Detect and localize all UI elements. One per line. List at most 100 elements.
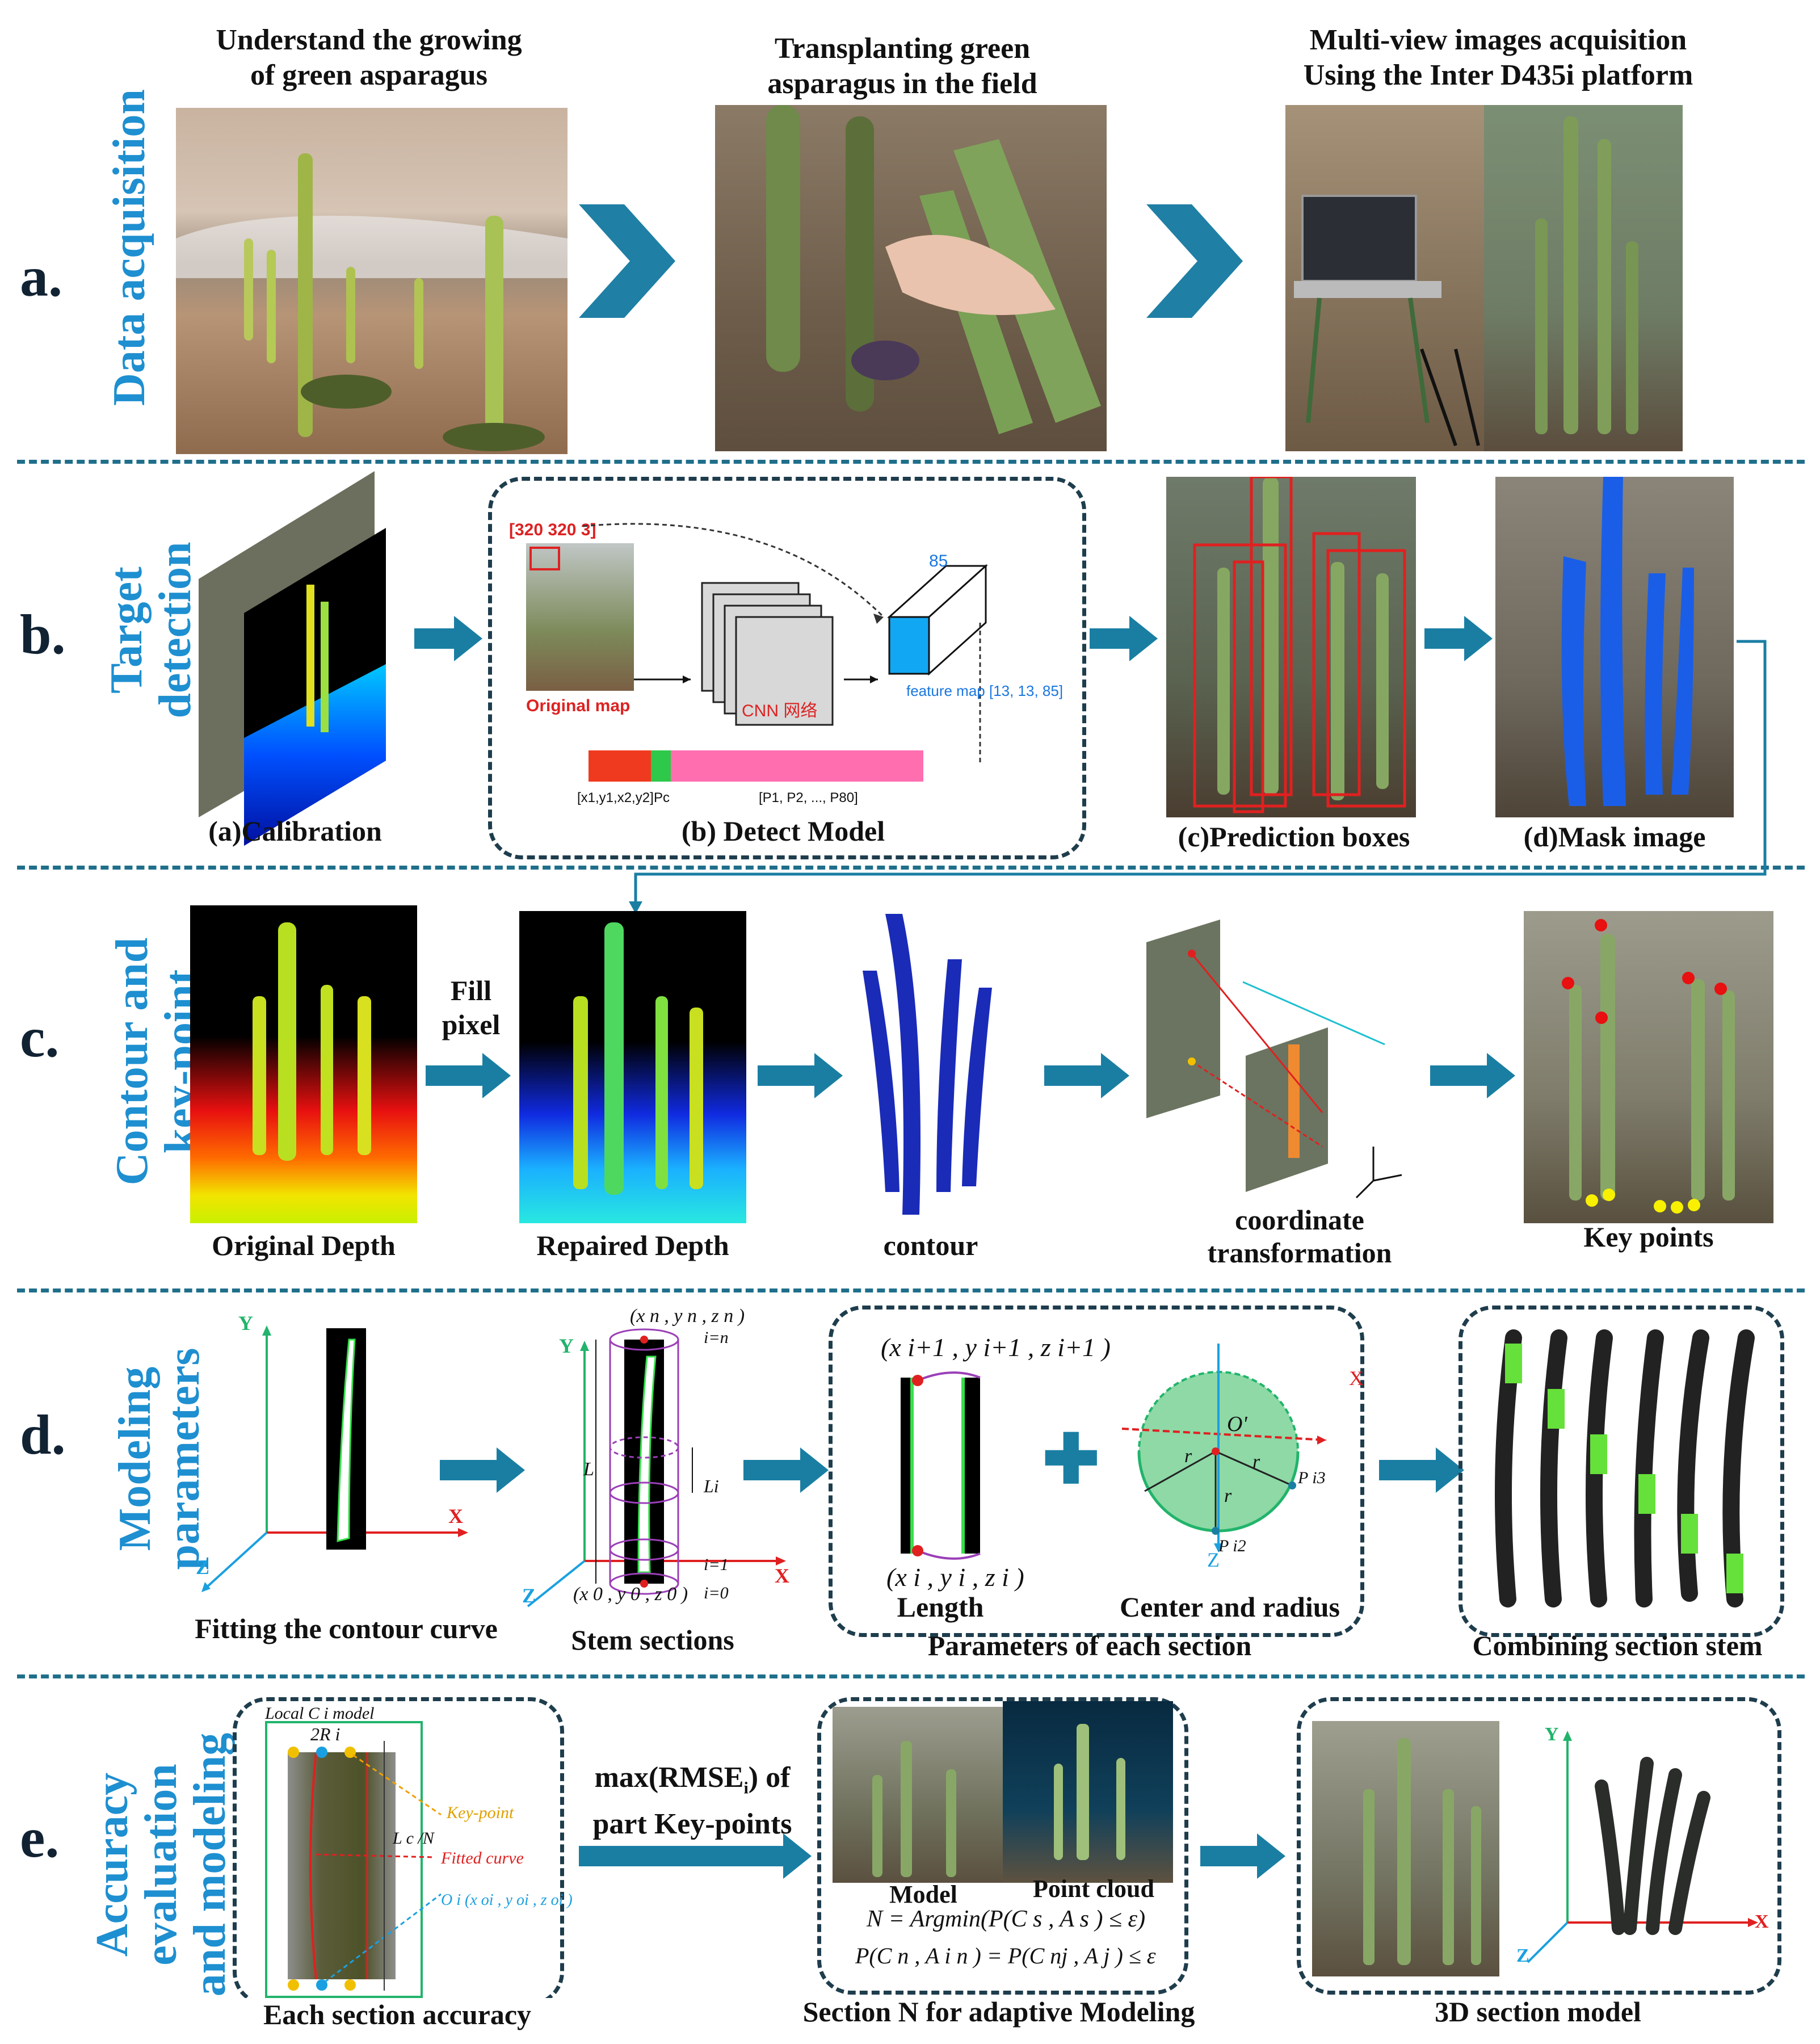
bottom-coord-label: (x 0 , y 0 , z 0 ) <box>573 1584 688 1605</box>
model-caption: Model <box>889 1881 957 1908</box>
combining-caption: Combining section stem <box>1472 1630 1763 1661</box>
arrow-right-icon <box>1200 1833 1285 1879</box>
axis-y-label: Y <box>1545 1724 1559 1745</box>
oi-label: O i (x oi , y oi , z oi ) <box>441 1891 573 1909</box>
arrow-right-icon <box>1430 1053 1515 1098</box>
field-asparagus-photo <box>176 108 568 454</box>
local-model-annotations <box>288 1741 442 1991</box>
arrow-right-icon <box>758 1053 843 1098</box>
3d-model-caption: 3D section model <box>1435 1996 1641 2028</box>
arrow-right-icon <box>440 1447 525 1493</box>
prediction-boxes-caption: (c)Prediction boxes <box>1178 821 1410 853</box>
lc-n-label: L c /N <box>393 1829 434 1848</box>
arrow-right-icon <box>1379 1447 1464 1493</box>
hand-asparagus-photo <box>715 105 1107 451</box>
radius-r-label: r <box>1224 1485 1232 1506</box>
fitting-axes-diagram <box>201 1325 468 1592</box>
arrow-right-icon <box>426 1053 511 1098</box>
3d-model-photo <box>1312 1721 1499 1976</box>
p-top-label: (x i+1 , y i+1 , z i+1 ) <box>881 1333 1111 1362</box>
p-bottom-label: (x i , y i , z i ) <box>886 1563 1024 1592</box>
row-a-label: Data acquisition <box>104 89 154 406</box>
section-length-diagram <box>901 1371 981 1560</box>
3d-axes-model <box>1527 1731 1758 1963</box>
arrow-right-icon <box>1424 616 1493 661</box>
detect-model-caption: (b) Detect Model <box>585 815 982 847</box>
mask-image-caption: (d)Mask image <box>1523 821 1706 853</box>
axis-x-label: X <box>448 1505 463 1527</box>
repaired-depth-image <box>519 911 746 1223</box>
radius-r-label: r <box>1252 1451 1260 1472</box>
point-pi3-label: P i3 <box>1298 1468 1326 1487</box>
chevron-right-icon <box>1146 204 1243 318</box>
i-n-label: i=n <box>704 1328 729 1347</box>
point-pi2-label: P i2 <box>1218 1537 1246 1555</box>
section-Li-label: Li <box>704 1476 719 1496</box>
arrow-right-icon <box>743 1447 829 1493</box>
row-e-letter: e. <box>20 1806 60 1869</box>
equation-probability: P(C n , A i n ) = P(C nj , A j ) ≤ ε <box>855 1943 1156 1969</box>
parameters-caption: Parameters of each section <box>927 1630 1252 1661</box>
feature-map-label: feature map [13, 13, 85] <box>906 682 1064 699</box>
cnn-diagram <box>582 523 988 765</box>
model-photo <box>833 1707 1003 1883</box>
arrow-right-icon <box>1044 1053 1129 1098</box>
row-separator-ab <box>17 460 1805 464</box>
key-point-label: Key-point <box>447 1803 514 1822</box>
repaired-depth-caption: Repaired Depth <box>536 1229 729 1261</box>
asparagus-closeup-photo <box>1484 105 1683 451</box>
o-prime-label: O' <box>1227 1412 1247 1436</box>
axis-y-label: Y <box>238 1312 253 1334</box>
laptop-platform-photo <box>1285 105 1484 451</box>
cnn-label: CNN 网络 <box>742 702 818 720</box>
vector-box-segment <box>589 750 651 782</box>
axis-x-label: X <box>1755 1911 1769 1932</box>
center-radius-caption: Center and radius <box>1119 1591 1340 1623</box>
vector-pc-segment <box>651 750 671 782</box>
original-map-label: Original map <box>526 696 631 715</box>
stem-sections-caption: Stem sections <box>571 1624 734 1656</box>
plus-icon: ✚ <box>1043 1422 1100 1497</box>
local-model-box <box>265 1721 423 1998</box>
arrow-right-icon <box>1090 616 1158 661</box>
i-1-label: i=1 <box>704 1555 729 1574</box>
row-d-letter: d. <box>20 1403 66 1466</box>
two-r-label: 2R i <box>310 1724 341 1744</box>
row-separator-de <box>17 1674 1805 1678</box>
arrow-right-icon <box>414 616 482 661</box>
length-L-label: L <box>583 1459 594 1480</box>
row-c-letter: c. <box>20 1006 60 1069</box>
point-cloud-photo <box>1003 1701 1173 1883</box>
prediction-boxes-photo <box>1166 477 1416 817</box>
input-size-label: [320 320 3] <box>509 521 596 539</box>
adaptive-model-panel: Model Point cloud N = Argmin(P(C s , A s… <box>817 1697 1188 1995</box>
axis-z-label: Z <box>522 1584 536 1607</box>
vector-classes-label: [P1, P2, ..., P80] <box>759 790 858 805</box>
stem-sections-diagram <box>527 1328 786 1608</box>
axis-z-label: Z <box>1516 1945 1529 1966</box>
axis-x-label: X <box>775 1564 789 1587</box>
calibration-image-stack <box>199 471 386 846</box>
row-separator-cd <box>17 1288 1805 1292</box>
fitting-caption: Fitting the contour curve <box>195 1613 498 1644</box>
key-points-caption: Key points <box>1583 1221 1714 1253</box>
axis-z-label: Z <box>196 1556 210 1579</box>
radius-r-label: r <box>1184 1446 1192 1467</box>
coordinate-transformation-diagram <box>1146 920 1402 1199</box>
depth-85-label: 85 <box>929 552 948 570</box>
max-rmse-label: max(RMSEi) of part Key-points <box>592 1761 792 1841</box>
length-caption: Length <box>897 1591 984 1623</box>
original-depth-caption: Original Depth <box>212 1229 396 1261</box>
equation-argmin: N = Argmin(P(C s , A s ) ≤ ε) <box>867 1906 1146 1932</box>
chevron-right-icon <box>579 204 675 318</box>
detect-model-panel: [320 320 3] Original map 85 CNN 网络 featu… <box>488 477 1086 859</box>
connector-line <box>629 640 1767 914</box>
vector-classes-segment <box>671 750 923 782</box>
